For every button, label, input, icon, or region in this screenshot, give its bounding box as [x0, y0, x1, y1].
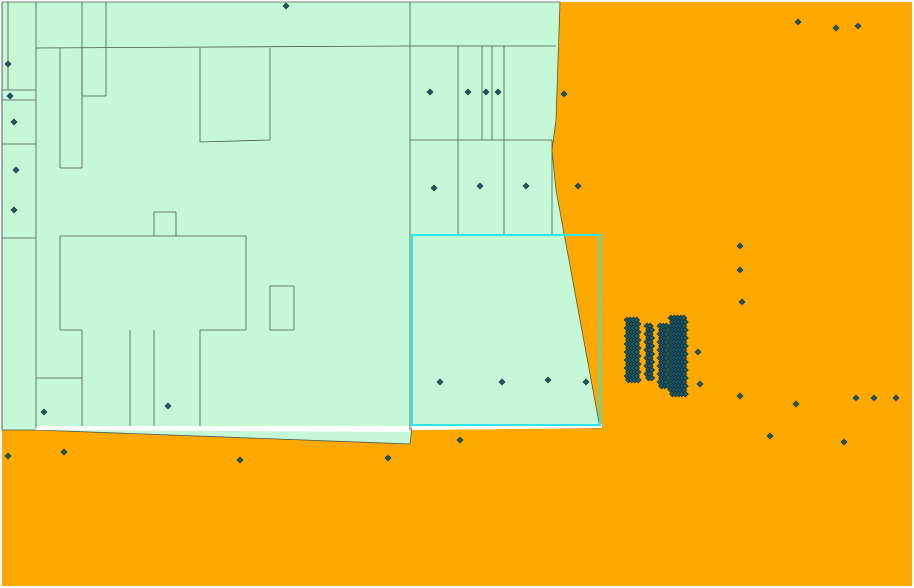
selected-parcel-outline[interactable]	[411, 234, 601, 426]
diamond-marker-icon[interactable]	[4, 452, 12, 460]
diamond-marker-icon[interactable]	[164, 402, 172, 410]
diamond-marker-icon[interactable]	[681, 390, 689, 398]
diamond-marker-icon[interactable]	[482, 88, 490, 96]
diamond-marker-icon[interactable]	[736, 392, 744, 400]
diamond-marker-icon[interactable]	[60, 448, 68, 456]
diamond-marker-icon[interactable]	[574, 182, 582, 190]
diamond-marker-icon[interactable]	[694, 348, 702, 356]
parcel-boundary-line	[35, 45, 411, 49]
diamond-marker-icon[interactable]	[832, 24, 840, 32]
diamond-marker-icon[interactable]	[634, 376, 642, 384]
selection-layer	[411, 234, 601, 426]
diamond-marker-icon[interactable]	[738, 298, 746, 306]
diamond-marker-icon[interactable]	[494, 88, 502, 96]
diamond-marker-icon[interactable]	[792, 400, 800, 408]
diamond-marker-icon[interactable]	[736, 266, 744, 274]
diamond-marker-icon[interactable]	[384, 454, 392, 462]
diamond-marker-icon[interactable]	[498, 378, 506, 386]
diamond-marker-icon[interactable]	[892, 394, 900, 402]
diamond-marker-icon[interactable]	[436, 378, 444, 386]
road-gap-strip	[36, 426, 410, 432]
diamond-marker-icon[interactable]	[736, 242, 744, 250]
diamond-marker-icon[interactable]	[10, 118, 18, 126]
diamond-marker-icon[interactable]	[560, 90, 568, 98]
diamond-marker-icon[interactable]	[766, 432, 774, 440]
diamond-marker-icon[interactable]	[40, 408, 48, 416]
diamond-marker-icon[interactable]	[4, 60, 12, 68]
parcels-layer	[1, 1, 602, 445]
diamond-marker-icon[interactable]	[696, 380, 704, 388]
diamond-marker-icon[interactable]	[464, 88, 472, 96]
diamond-marker-icon[interactable]	[840, 438, 848, 446]
diamond-marker-icon[interactable]	[426, 88, 434, 96]
diamond-marker-icon[interactable]	[854, 22, 862, 30]
diamond-marker-icon[interactable]	[870, 394, 878, 402]
diamond-marker-icon[interactable]	[430, 184, 438, 192]
diamond-marker-icon[interactable]	[10, 206, 18, 214]
parcel-boundary-line	[199, 139, 271, 143]
diamond-marker-icon[interactable]	[852, 394, 860, 402]
diamond-marker-icon[interactable]	[648, 374, 656, 382]
diamond-marker-icon[interactable]	[282, 2, 290, 10]
diamond-marker-icon[interactable]	[664, 382, 672, 390]
parcel-boundaries	[1, 2, 556, 430]
parcel-area-polygon[interactable]	[1, 1, 601, 445]
diamond-marker-icon[interactable]	[582, 378, 590, 386]
diamond-marker-icon[interactable]	[236, 456, 244, 464]
diamond-marker-icon[interactable]	[456, 436, 464, 444]
point-features-layer	[4, 2, 900, 464]
diamond-marker-icon[interactable]	[794, 18, 802, 26]
diamond-marker-icon[interactable]	[476, 182, 484, 190]
diamond-marker-icon[interactable]	[6, 92, 14, 100]
diamond-marker-icon[interactable]	[544, 376, 552, 384]
diamond-marker-icon[interactable]	[12, 166, 20, 174]
diamond-marker-icon[interactable]	[522, 182, 530, 190]
